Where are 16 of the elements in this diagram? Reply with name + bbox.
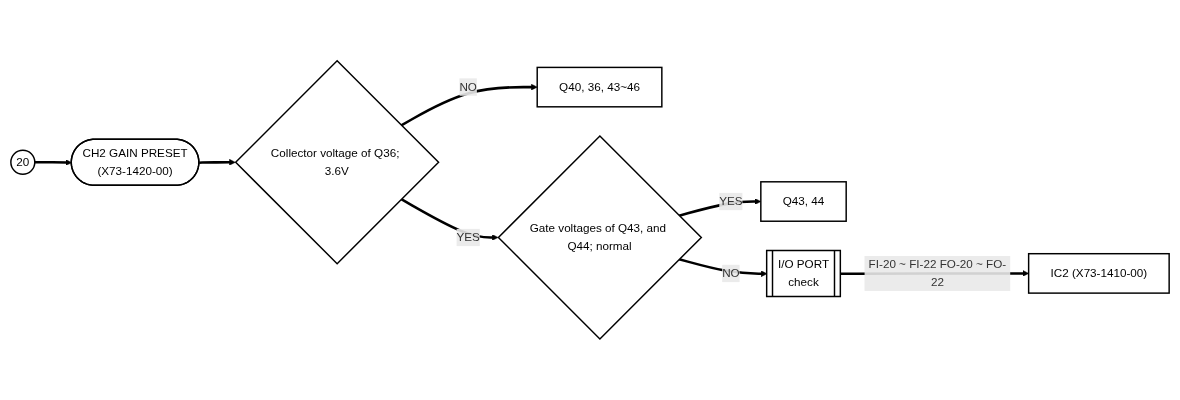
node-box: IC2 (X73-1410-00): [1027, 253, 1170, 294]
arrow: [199, 159, 236, 166]
node-box: Q40, 36, 43~46: [536, 66, 663, 108]
node-circle: 20: [10, 149, 36, 176]
edge-label: NO: [459, 80, 477, 94]
arrow: [34, 159, 72, 166]
edge-label: FI-20 ~ FI-22 FO-20 ~ FO-22: [868, 258, 1007, 289]
node-diamond: Collector voltage of Q36; 3.6V: [234, 59, 440, 265]
arrow: [678, 258, 768, 278]
arrow: [400, 198, 499, 241]
node-box: Q43, 44: [760, 181, 847, 223]
node-diamond: Gate voltages of Q43, and Q44; normal: [497, 135, 703, 341]
edge-label: YES: [719, 195, 743, 208]
edge-label: NO: [722, 266, 740, 280]
arrow: [400, 84, 538, 127]
edge-label: YES: [456, 231, 480, 244]
